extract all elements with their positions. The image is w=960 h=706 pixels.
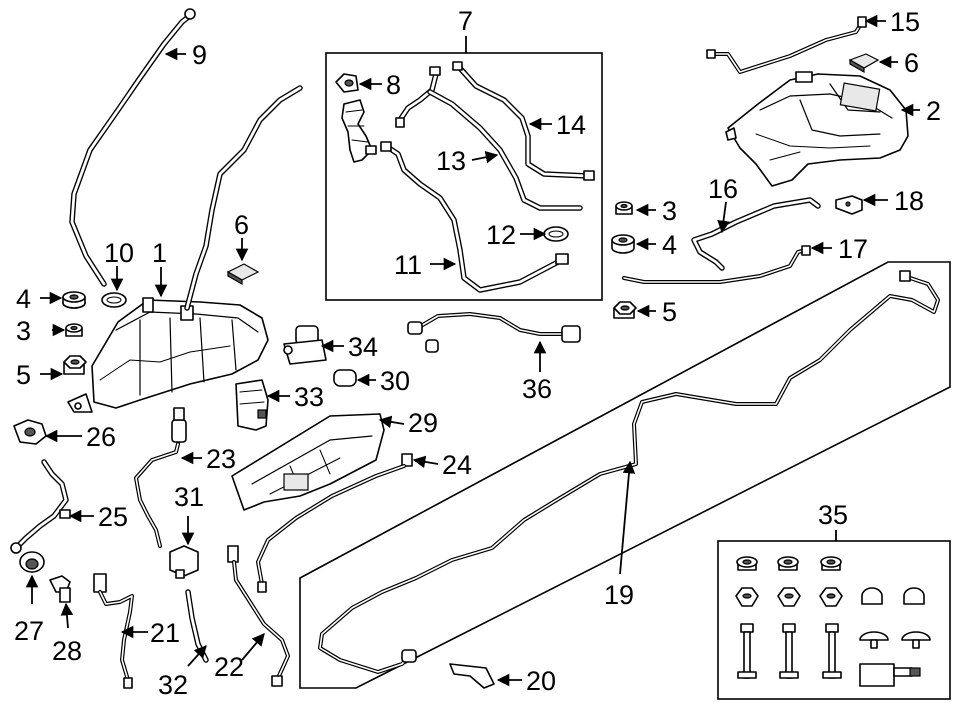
kit-push-pin — [901, 631, 931, 649]
callout-12: 12 — [486, 220, 516, 250]
callout-29: 29 — [408, 408, 438, 438]
callout-17: 17 — [838, 234, 868, 264]
clamp-10-part — [101, 292, 127, 308]
nut-3-right-part — [615, 201, 633, 215]
callout-4-left: 4 — [16, 284, 31, 314]
kit-bolt — [779, 623, 799, 679]
nut-3-left-part — [65, 323, 83, 337]
kit-cap-nut — [903, 587, 925, 605]
seal-27-part — [19, 551, 45, 573]
kit-connector — [859, 663, 921, 687]
callout-34: 34 — [348, 332, 378, 362]
tube-14-part — [452, 61, 595, 181]
kit-cap-nut — [861, 587, 883, 605]
callout-30: 30 — [380, 366, 410, 396]
line-19-part — [318, 270, 940, 674]
bracket-29-part — [231, 413, 385, 511]
callout-24: 24 — [442, 450, 472, 480]
callout-6-right: 6 — [904, 48, 919, 78]
callout-32: 32 — [158, 670, 188, 700]
callout-21: 21 — [150, 618, 180, 648]
callout-3-left: 3 — [16, 316, 31, 346]
callout-6-left: 6 — [234, 210, 249, 240]
kit-nut — [819, 587, 843, 607]
callout-5-left: 5 — [16, 360, 31, 390]
def-tank-part — [67, 85, 303, 413]
callout-16: 16 — [708, 174, 738, 204]
pad-6-left-part — [226, 263, 260, 286]
fuel-tank-part — [725, 71, 909, 187]
callout-31: 31 — [174, 482, 204, 512]
kit-push-pin — [859, 631, 889, 649]
pad-6-upper-part — [848, 53, 880, 74]
callout-10: 10 — [104, 238, 134, 268]
clip-8-part — [335, 73, 359, 93]
bracket-20-part — [449, 663, 495, 689]
sensor-22-part — [227, 545, 290, 687]
callout-1: 1 — [152, 238, 167, 268]
module-31-part — [169, 545, 199, 579]
callout-8: 8 — [386, 70, 401, 100]
callout-13: 13 — [436, 146, 466, 176]
kit-nut — [777, 587, 801, 607]
hose-9-part — [69, 8, 196, 287]
hose-25-part — [10, 459, 71, 554]
callout-14: 14 — [556, 110, 586, 140]
kit-grommet — [777, 556, 799, 571]
nut-5-right-part — [613, 301, 637, 319]
plug-30-part — [333, 369, 357, 387]
callout-22: 22 — [214, 652, 244, 682]
sensor-23-part — [134, 407, 187, 548]
nut-5-left-part — [63, 355, 87, 375]
inset-box-19 — [299, 261, 951, 689]
callout-7: 7 — [458, 6, 473, 36]
connector-assembly-part — [341, 99, 377, 163]
sensor-21-part — [93, 573, 134, 689]
callout-23: 23 — [206, 444, 236, 474]
kit-bolt — [822, 623, 842, 679]
tube-16-part — [691, 197, 821, 271]
bolt-28-part — [49, 575, 71, 603]
kit-nut — [735, 587, 759, 607]
kit-grommet — [820, 556, 842, 571]
callout-27: 27 — [14, 616, 44, 646]
harness-36-part — [407, 312, 581, 353]
callout-4-right: 4 — [662, 230, 677, 260]
callout-2: 2 — [926, 96, 941, 126]
inset-box-35 — [717, 530, 951, 700]
callout-9: 9 — [192, 40, 207, 70]
callout-25: 25 — [98, 502, 128, 532]
callout-20: 20 — [526, 666, 556, 696]
clip-26-part — [13, 419, 47, 445]
clamp-12-part — [543, 226, 569, 242]
inset-box-7 — [325, 36, 603, 301]
pump-34-part — [283, 325, 327, 365]
callout-11: 11 — [394, 250, 422, 280]
callout-36: 36 — [522, 374, 552, 404]
callout-28: 28 — [52, 636, 82, 666]
callout-19: 19 — [604, 580, 634, 610]
callout-labels: 1 2 3 3 4 4 5 5 6 6 7 8 9 10 11 12 13 14… — [14, 6, 941, 700]
callout-18: 18 — [894, 186, 924, 216]
callout-arrows — [25, 14, 920, 687]
kit-grommet — [736, 556, 758, 571]
module-33-part — [235, 379, 269, 431]
callout-15: 15 — [890, 7, 920, 37]
callout-3-right: 3 — [662, 196, 677, 226]
line-17-part — [622, 245, 811, 284]
callout-5-right: 5 — [662, 297, 677, 327]
tube-13-part — [395, 66, 583, 211]
hardware-kit-35-part — [735, 556, 931, 687]
callout-35: 35 — [818, 500, 848, 530]
grommet-4-left-part — [62, 291, 86, 309]
kit-bolt — [737, 623, 757, 679]
callout-26: 26 — [86, 422, 116, 452]
sensor-24-part — [256, 453, 413, 593]
callout-33: 33 — [294, 382, 324, 412]
bracket-18-part — [835, 195, 863, 215]
tube-15-part — [706, 16, 867, 74]
tube-11-part — [380, 141, 569, 293]
grommet-4-right-part — [611, 234, 635, 254]
